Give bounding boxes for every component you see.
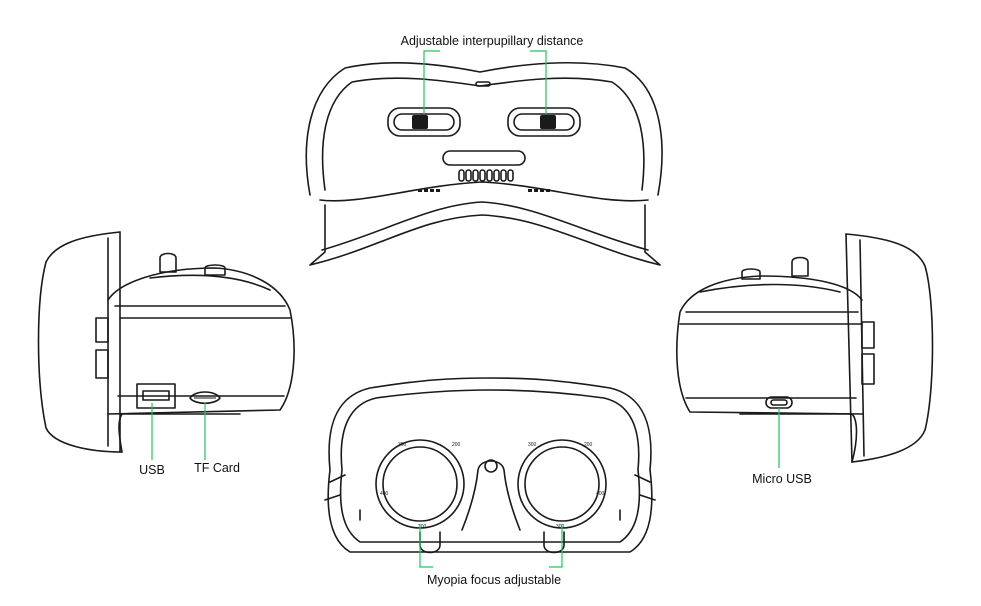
top-view-strap — [309, 204, 661, 266]
svg-text:200: 200 — [584, 442, 593, 448]
right-lens: 300 200 400 300 — [517, 439, 607, 530]
usb-port — [136, 383, 176, 409]
front-outer-frame — [327, 377, 653, 553]
svg-text:400: 400 — [380, 491, 389, 497]
ipd-leader-left — [423, 50, 440, 114]
myopia-leader-right — [549, 524, 563, 568]
left-face-cushion — [37, 231, 123, 453]
nose-bridge — [461, 460, 521, 531]
myopia-label: Myopia focus adjustable — [427, 573, 561, 587]
right-top-button — [791, 256, 809, 277]
myopia-leader-left — [419, 524, 433, 568]
usb-label: USB — [139, 463, 165, 477]
ipd-label: Adjustable interpupillary distance — [401, 34, 584, 48]
usb-port-inner — [142, 390, 170, 401]
left-top-button — [159, 252, 177, 273]
micro-usb-label: Micro USB — [752, 472, 812, 486]
svg-text:300: 300 — [556, 524, 565, 530]
svg-text:300: 300 — [398, 442, 407, 448]
left-lens: 300 200 400 300 — [375, 439, 465, 530]
proximity-sensor — [484, 459, 498, 473]
top-view-outer-shell — [305, 61, 663, 196]
ipd-leader-right — [530, 50, 547, 114]
front-lens-view: 300 200 400 300 300 200 400 300 Myopia f… — [324, 377, 656, 587]
svg-text:300: 300 — [418, 524, 427, 530]
svg-text:300: 300 — [528, 442, 537, 448]
top-view-vents — [458, 169, 514, 182]
left-side-button-1 — [95, 317, 109, 343]
right-side-button-1 — [861, 321, 875, 349]
left-body-shell — [107, 267, 295, 415]
top-view-face-cushion — [319, 181, 649, 202]
left-side-view: USB TF Card — [37, 231, 295, 477]
top-view-handle — [442, 150, 526, 166]
tf-card-label: TF Card — [194, 461, 240, 475]
tf-card-slot — [189, 391, 221, 405]
right-side-view: Micro USB — [676, 233, 934, 486]
top-view-inner-shell — [321, 77, 645, 191]
right-body-shell — [676, 275, 863, 415]
svg-text:400: 400 — [596, 491, 605, 497]
top-view-sensor — [475, 81, 491, 87]
right-face-cushion — [845, 233, 934, 463]
svg-text:200: 200 — [452, 442, 461, 448]
top-view: Adjustable interpupillary distance — [305, 34, 663, 266]
focus-dial-right — [543, 531, 565, 554]
right-side-button-2 — [861, 353, 875, 385]
left-side-button-2 — [95, 349, 109, 379]
ipd-slider-right — [507, 107, 581, 137]
